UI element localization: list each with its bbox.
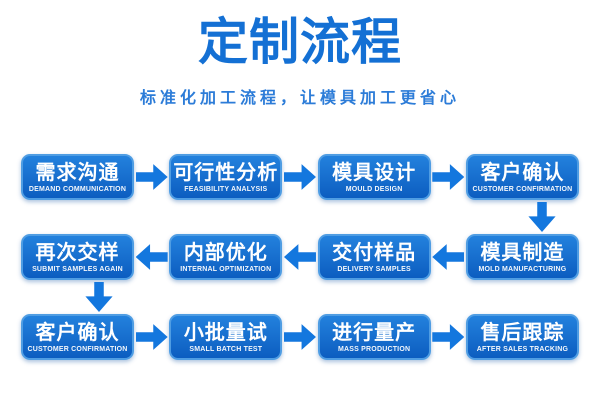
step-label-en: DELIVERY SAMPLES — [337, 265, 411, 273]
flow-row-3: 客户确认 CUSTOMER CONFIRMATION 小批量试 SMALL BA… — [21, 314, 579, 360]
step-mould-design: 模具设计 MOULD DESIGN — [317, 154, 431, 200]
arrow-right-icon — [431, 320, 465, 354]
step-feasibility-analysis: 可行性分析 FEASIBILITY ANALYSIS — [169, 154, 283, 200]
step-label-en: INTERNAL OPTIMIZATION — [180, 265, 272, 273]
step-label-zh: 小批量试 — [183, 321, 268, 344]
step-label-en: MOULD DESIGN — [345, 185, 403, 193]
step-internal-optimization: 内部优化 INTERNAL OPTIMIZATION — [169, 234, 283, 280]
step-label-en: DEMAND COMMUNICATION — [28, 185, 127, 193]
flow-row-1: 需求沟通 DEMAND COMMUNICATION 可行性分析 FEASIBIL… — [21, 154, 579, 200]
connector-row1-row2 — [21, 200, 579, 234]
step-small-batch-test: 小批量试 SMALL BATCH TEST — [169, 314, 283, 360]
step-label-zh: 再次交样 — [35, 241, 120, 264]
arrow-right-icon — [135, 320, 169, 354]
connector-row2-row3 — [21, 280, 579, 314]
step-label-en: CUSTOMER CONFIRMATION — [472, 185, 573, 193]
arrow-right-shape — [283, 324, 316, 350]
arrow-left-icon — [431, 240, 465, 274]
step-mold-manufacturing: 模具制造 MOLD MANUFACTURING — [465, 234, 579, 280]
step-delivery-samples: 交付样品 DELIVERY SAMPLES — [317, 234, 431, 280]
arrow-right-icon — [431, 160, 465, 194]
arrow-left-icon — [135, 240, 169, 274]
arrow-left-shape — [432, 244, 465, 270]
step-label-zh: 客户确认 — [480, 161, 565, 184]
flow-row-2: 再次交样 SUBMIT SAMPLES AGAIN 内部优化 INTERNAL … — [21, 234, 579, 280]
step-label-zh: 模具设计 — [332, 161, 417, 184]
step-label-zh: 客户确认 — [35, 321, 120, 344]
step-label-zh: 需求沟通 — [35, 161, 120, 184]
step-label-zh: 可行性分析 — [173, 161, 279, 184]
step-customer-confirmation-2: 客户确认 CUSTOMER CONFIRMATION — [21, 314, 134, 360]
arrow-right-icon — [283, 320, 317, 354]
step-mass-production: 进行量产 MASS PRODUCTION — [317, 314, 431, 360]
page-title: 定制流程 — [198, 14, 402, 70]
step-label-en: MOLD MANUFACTURING — [478, 265, 567, 273]
step-label-en: MASS PRODUCTION — [338, 345, 411, 353]
arrow-right-shape — [135, 164, 168, 190]
arrow-left-shape — [135, 244, 168, 270]
step-after-sales-tracking: 售后跟踪 AFTER SALES TRACKING — [465, 314, 579, 360]
arrow-left-icon — [283, 240, 317, 274]
arrow-left-shape — [283, 244, 316, 270]
step-label-zh: 内部优化 — [183, 241, 268, 264]
page-subtitle: 标准化加工流程，让模具加工更省心 — [139, 90, 460, 107]
step-submit-samples-again: 再次交样 SUBMIT SAMPLES AGAIN — [21, 234, 134, 280]
arrow-right-shape — [432, 324, 465, 350]
step-label-zh: 模具制造 — [480, 241, 565, 264]
flowchart: 需求沟通 DEMAND COMMUNICATION 可行性分析 FEASIBIL… — [0, 154, 600, 360]
arrow-right-shape — [135, 324, 168, 350]
step-demand-communication: 需求沟通 DEMAND COMMUNICATION — [21, 154, 134, 200]
arrow-down-icon — [528, 202, 556, 232]
step-label-zh: 进行量产 — [332, 321, 417, 344]
arrow-down-icon — [85, 282, 113, 312]
step-label-en: FEASIBILITY ANALYSIS — [184, 185, 268, 193]
step-label-en: AFTER SALES TRACKING — [476, 345, 569, 353]
arrow-right-icon — [135, 160, 169, 194]
arrow-right-icon — [283, 160, 317, 194]
step-label-en: CUSTOMER CONFIRMATION — [27, 345, 128, 353]
step-customer-confirmation: 客户确认 CUSTOMER CONFIRMATION — [465, 154, 579, 200]
arrow-right-shape — [432, 164, 465, 190]
step-label-zh: 交付样品 — [332, 241, 417, 264]
step-label-zh: 售后跟踪 — [480, 321, 565, 344]
header: 定制流程 标准化加工流程，让模具加工更省心 — [0, 0, 600, 108]
arrow-right-shape — [283, 164, 316, 190]
step-label-en: SUBMIT SAMPLES AGAIN — [32, 265, 123, 273]
step-label-en: SMALL BATCH TEST — [189, 345, 263, 353]
